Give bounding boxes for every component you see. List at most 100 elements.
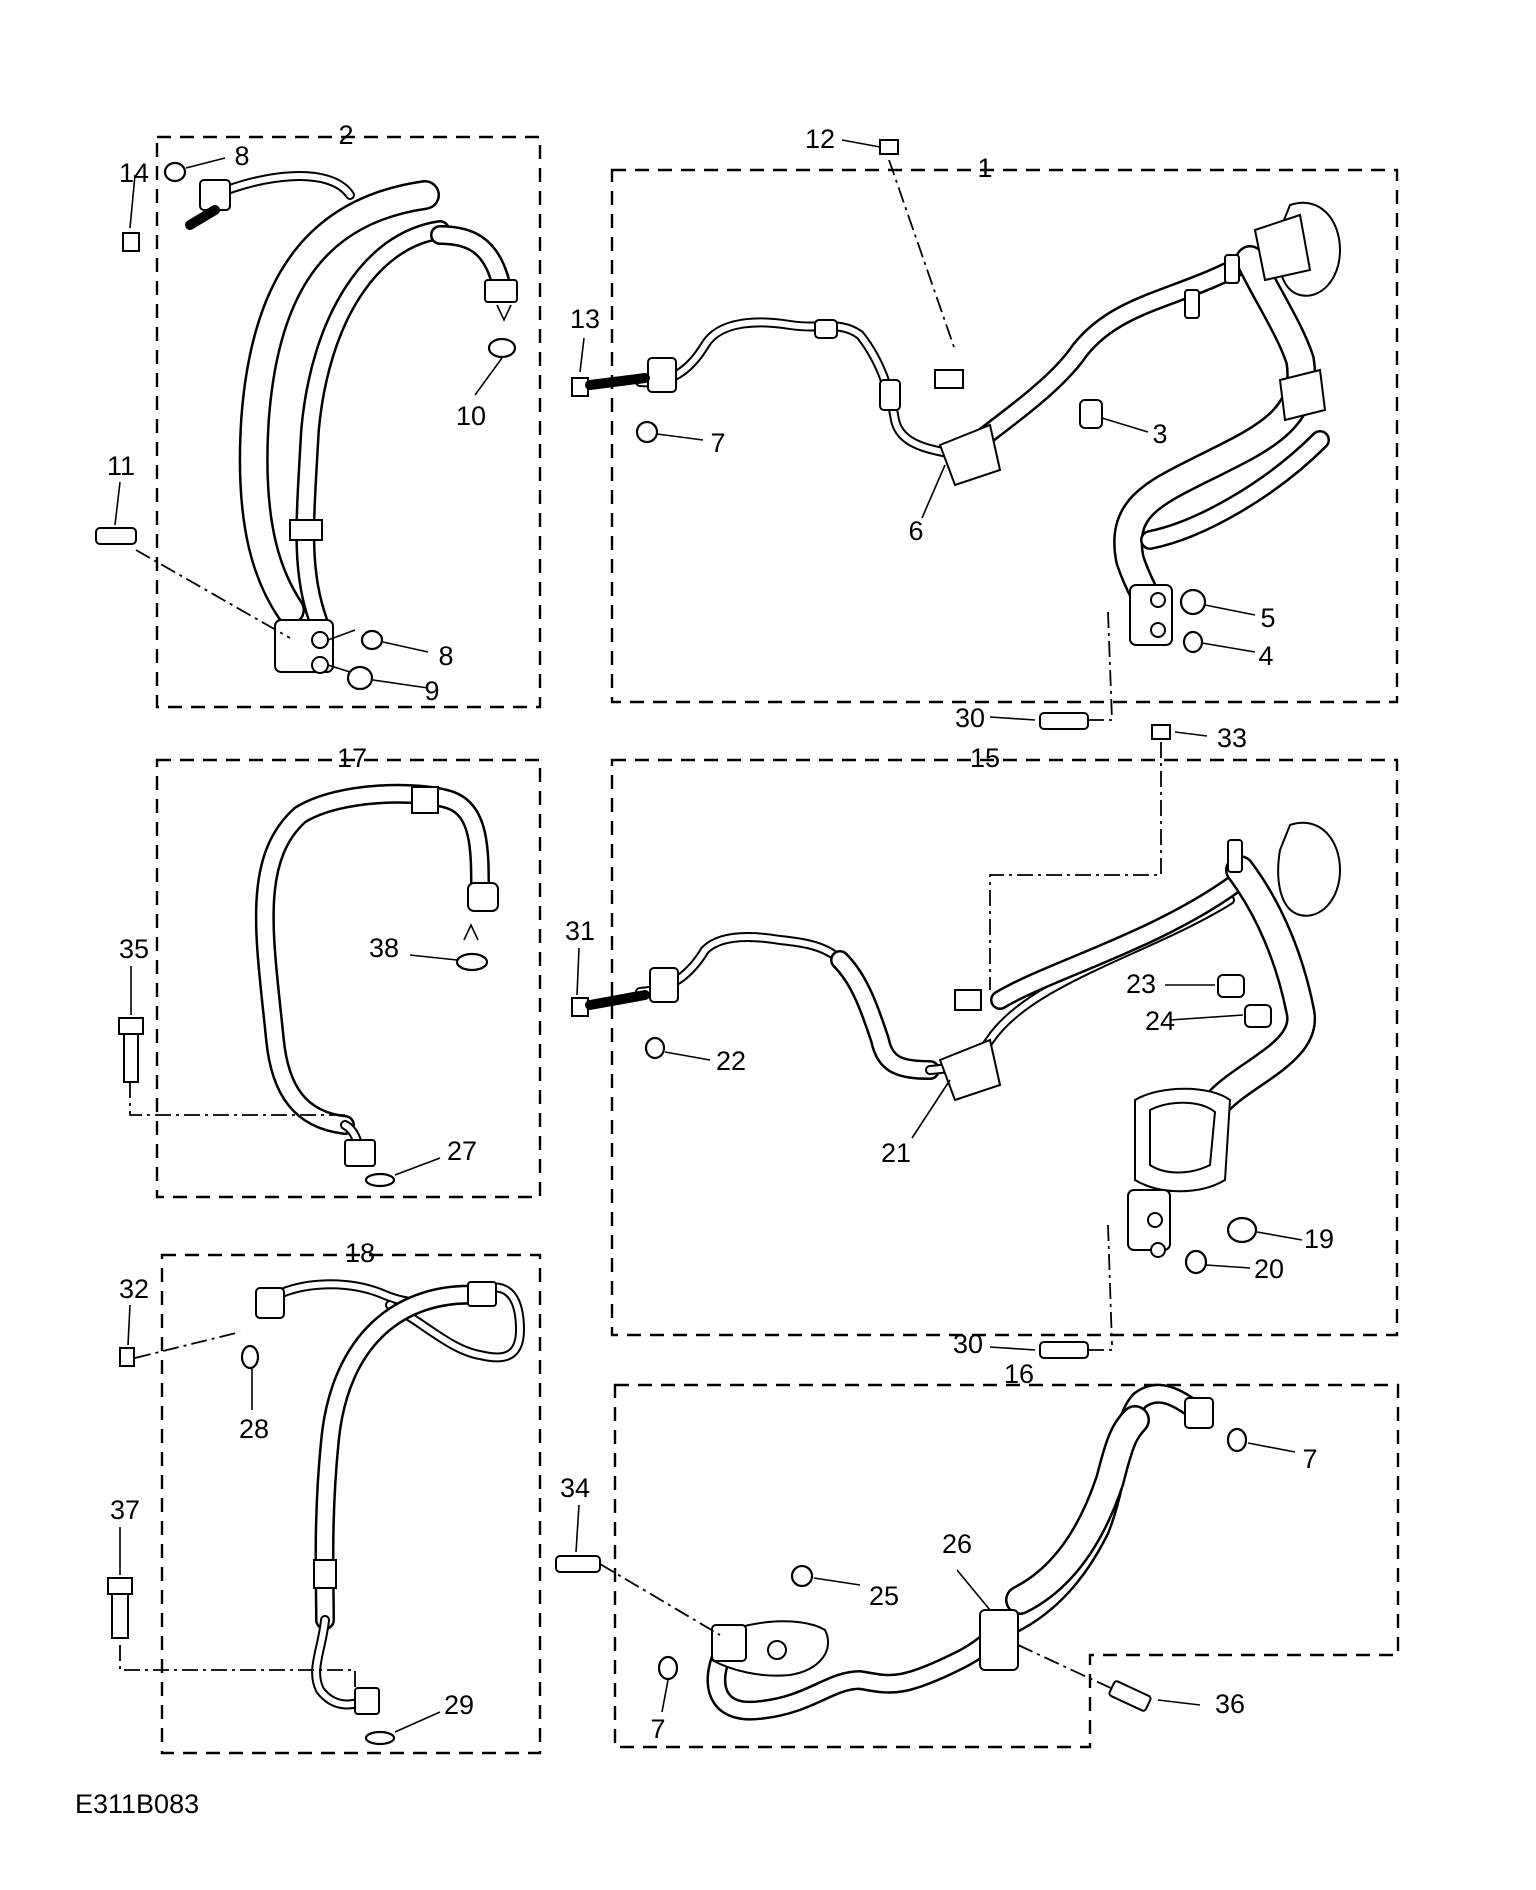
bolt-11 [95, 527, 137, 545]
o-ring-7-g1 [635, 420, 659, 444]
hose-clamp-band [289, 519, 323, 541]
fitting-1-left [647, 357, 677, 393]
o-ring-8-bottom [360, 629, 384, 651]
block-fitting-6 [938, 423, 1002, 487]
o-ring-25 [790, 1564, 814, 1588]
callout-13: 13 [570, 304, 600, 334]
o-ring-7-g16-left [657, 1655, 679, 1681]
callout-28: 28 [239, 1414, 269, 1444]
callout-37: 37 [110, 1495, 140, 1525]
o-ring-29 [364, 1730, 396, 1746]
callout-7-g16-right: 7 [1302, 1444, 1317, 1474]
hose-assembly-17 [254, 783, 499, 1167]
o-ring-38 [455, 952, 489, 972]
callout-26: 26 [942, 1529, 972, 1559]
callout-25: 25 [869, 1581, 899, 1611]
callout-4: 4 [1258, 641, 1273, 671]
callout-30-top: 30 [955, 703, 985, 733]
nut-32 [119, 1347, 135, 1367]
stud-36 [1108, 1680, 1152, 1712]
group-label-2: 2 [338, 120, 353, 150]
callout-9: 9 [424, 676, 439, 706]
group-box-17 [155, 758, 542, 1199]
callout-27: 27 [447, 1136, 477, 1166]
manifold-block-1 [1129, 584, 1173, 646]
group-box-15 [610, 758, 1399, 1337]
evaporator-port-flange-15 [1277, 821, 1342, 917]
group-label-15: 15 [970, 743, 1000, 773]
bolt-34 [555, 1555, 601, 1573]
group-label-17: 17 [337, 743, 367, 773]
bolt-35-head [118, 1017, 144, 1035]
bolt-35-shank [123, 1033, 139, 1083]
o-ring-5 [1179, 588, 1207, 616]
callout-34: 34 [560, 1473, 590, 1503]
callout-33: 33 [1217, 723, 1247, 753]
callout-7-g16-left: 7 [650, 1714, 665, 1744]
o-ring-9 [346, 665, 374, 691]
o-ring-4 [1182, 630, 1204, 654]
pipe-assembly-1 [635, 201, 1342, 646]
callout-29: 29 [444, 1690, 474, 1720]
callout-19: 19 [1304, 1224, 1334, 1254]
block-fitting-21 [938, 1038, 1002, 1102]
callout-6: 6 [908, 516, 923, 546]
o-ring-22 [644, 1036, 666, 1060]
service-valve-23 [1217, 974, 1245, 998]
callout-22: 22 [716, 1046, 746, 1076]
callout-30-bottom: 30 [953, 1329, 983, 1359]
hose-ferrule-17 [411, 786, 439, 814]
fitting-17-lower [344, 1139, 376, 1167]
service-valve-3 [1079, 399, 1103, 429]
group-box-1 [610, 168, 1399, 704]
group-box-18 [160, 1253, 542, 1755]
group-box-2 [155, 135, 542, 709]
fitting-18-lower [354, 1687, 380, 1715]
callout-8-top: 8 [234, 141, 249, 171]
fitting-16-upper [1184, 1397, 1214, 1429]
o-ring-27 [364, 1172, 396, 1188]
callout-32: 32 [119, 1274, 149, 1304]
nut-12 [879, 139, 899, 155]
callout-7-g1: 7 [710, 428, 725, 458]
fitting-15-left [649, 967, 679, 1003]
group-label-1: 1 [977, 153, 992, 183]
callout-35: 35 [119, 934, 149, 964]
fitting-16-left [711, 1624, 747, 1662]
callout-38: 38 [369, 933, 399, 963]
hose-crimp-18 [313, 1559, 337, 1589]
callout-10: 10 [456, 401, 486, 431]
callout-8-bottom: 8 [438, 641, 453, 671]
callout-20: 20 [1254, 1254, 1284, 1284]
group-label-16: 16 [1004, 1359, 1034, 1389]
hose-assembly-2 [185, 171, 518, 674]
bolt-30-bottom [1039, 1341, 1089, 1359]
group-box-16 [613, 1383, 1400, 1749]
o-ring-10 [487, 337, 517, 359]
callout-36: 36 [1215, 1689, 1245, 1719]
service-valve-24 [1244, 1004, 1272, 1028]
o-ring-20 [1184, 1249, 1208, 1275]
group-label-18: 18 [345, 1238, 375, 1268]
o-ring-19 [1226, 1216, 1258, 1244]
bolt-37-shank [111, 1593, 129, 1639]
clip-21 [954, 989, 982, 1011]
bolt-30-top [1039, 712, 1089, 730]
fitting-2-upper [484, 279, 518, 303]
callout-31: 31 [565, 916, 595, 946]
fitting-17-upper [467, 882, 499, 912]
callout-24: 24 [1145, 1006, 1175, 1036]
hose-assembly-18 [255, 1279, 525, 1715]
nut-14 [122, 232, 140, 252]
fitting-18-upper [255, 1287, 285, 1319]
o-ring-28 [240, 1344, 260, 1370]
diagram-code: E311B083 [75, 1789, 199, 1819]
pipe-assembly-16 [706, 1383, 1214, 1721]
clamp-block-26 [979, 1609, 1019, 1671]
callout-21: 21 [881, 1138, 911, 1168]
callout-14: 14 [119, 158, 149, 188]
callout-3: 3 [1152, 419, 1167, 449]
callout-12: 12 [805, 124, 835, 154]
callout-5: 5 [1260, 603, 1275, 633]
